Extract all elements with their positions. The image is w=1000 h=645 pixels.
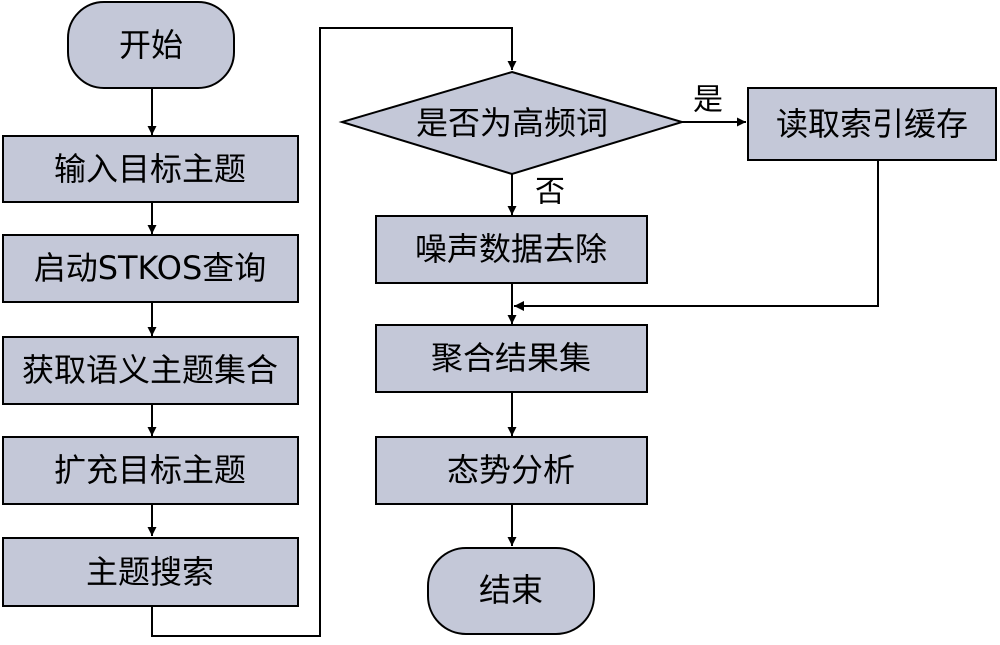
node-trend-analysis-shape xyxy=(375,436,648,505)
node-trend-analysis-label: 态势分析 xyxy=(447,451,575,489)
edge-cache-to-aggregate xyxy=(514,160,879,307)
node-get-semantic-shape xyxy=(2,336,299,405)
edge-search-to-decision xyxy=(151,27,517,637)
node-start-query-shape xyxy=(2,234,299,303)
node-trend-analysis: 态势分析 xyxy=(375,436,648,505)
node-read-cache-shape xyxy=(747,87,997,161)
node-denoise-label: 噪声数据去除 xyxy=(415,230,607,268)
node-expand-topic-shape xyxy=(2,436,299,505)
node-denoise: 噪声数据去除 xyxy=(375,215,648,284)
node-end-shape xyxy=(427,547,595,635)
node-aggregate-shape xyxy=(375,324,648,393)
node-expand-topic-label: 扩充目标主题 xyxy=(54,451,246,489)
node-input-topic: 输入目标主题 xyxy=(2,135,299,203)
node-start-label: 开始 xyxy=(119,26,183,64)
node-input-topic-label: 输入目标主题 xyxy=(54,150,246,188)
node-is-high-freq: 是否为高频词 xyxy=(338,70,686,176)
node-aggregate: 聚合结果集 xyxy=(375,324,648,393)
node-is-high-freq-label: 是否为高频词 xyxy=(416,104,608,142)
node-start-query-label: 启动STKOS查询 xyxy=(34,249,267,287)
node-denoise-shape xyxy=(375,215,648,284)
edge-label-yes: 是 xyxy=(693,83,723,118)
node-read-cache: 读取索引缓存 xyxy=(747,87,997,161)
node-is-high-freq-shape xyxy=(338,70,686,176)
node-start-shape xyxy=(67,1,235,89)
node-aggregate-label: 聚合结果集 xyxy=(431,339,591,377)
node-topic-search-shape xyxy=(2,537,299,607)
arrowhead-cache-merge xyxy=(514,301,524,311)
node-read-cache-label: 读取索引缓存 xyxy=(776,105,968,143)
node-start: 开始 xyxy=(67,1,235,89)
node-start-query: 启动STKOS查询 xyxy=(2,234,299,303)
node-get-semantic-label: 获取语义主题集合 xyxy=(22,351,278,389)
node-topic-search: 主题搜索 xyxy=(2,537,299,607)
node-end: 结束 xyxy=(427,547,595,635)
node-expand-topic: 扩充目标主题 xyxy=(2,436,299,505)
edge-label-no: 否 xyxy=(535,175,565,210)
node-input-topic-shape xyxy=(2,135,299,203)
node-get-semantic: 获取语义主题集合 xyxy=(2,336,299,405)
edges xyxy=(147,27,879,637)
node-end-label: 结束 xyxy=(479,571,543,609)
node-topic-search-label: 主题搜索 xyxy=(86,553,214,591)
